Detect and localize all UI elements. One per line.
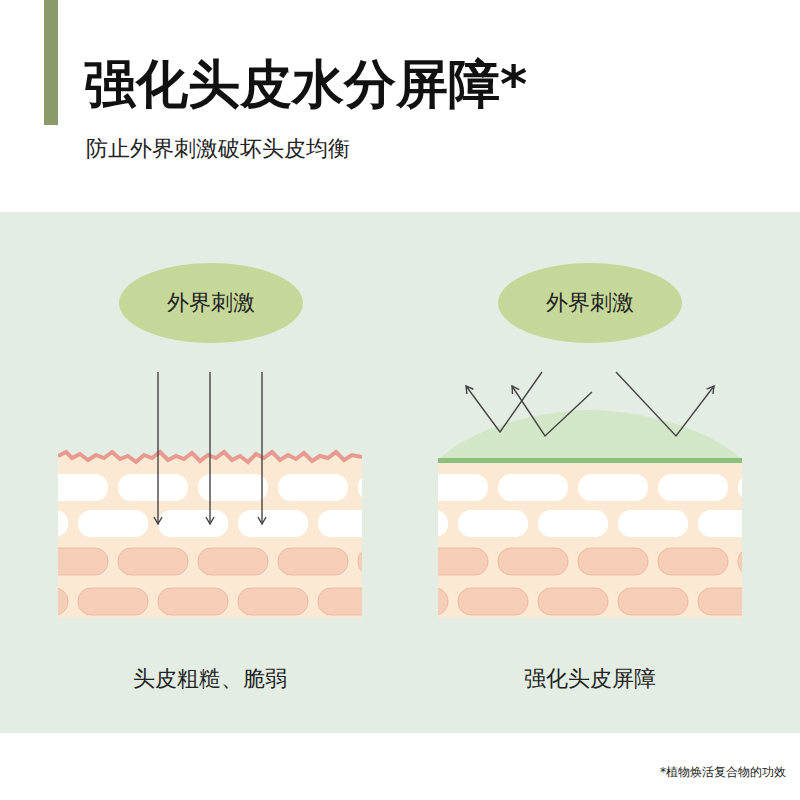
page-title: 强化头皮水分屏障* (84, 50, 527, 120)
barrier-dome (438, 410, 742, 460)
node-text: 外界刺激 (546, 288, 634, 318)
subtitle: 防止外界刺激破坏头皮均衡 (86, 134, 350, 164)
stimulus-ellipse: 外界刺激 (119, 263, 303, 343)
stimulus-ellipse: 外界刺激 (498, 263, 682, 343)
node-text: 外界刺激 (167, 288, 255, 318)
caption-left: 头皮粗糙、脆弱 (133, 664, 287, 694)
caption-right: 强化头皮屏障 (524, 664, 656, 694)
skin-block (438, 460, 742, 618)
panel-ground (0, 212, 800, 733)
barrier-line (438, 458, 742, 463)
footnote: *植物焕活复合物的功效 (660, 764, 786, 781)
accent-bar (44, 0, 58, 125)
stimulus-arrows (158, 372, 714, 524)
